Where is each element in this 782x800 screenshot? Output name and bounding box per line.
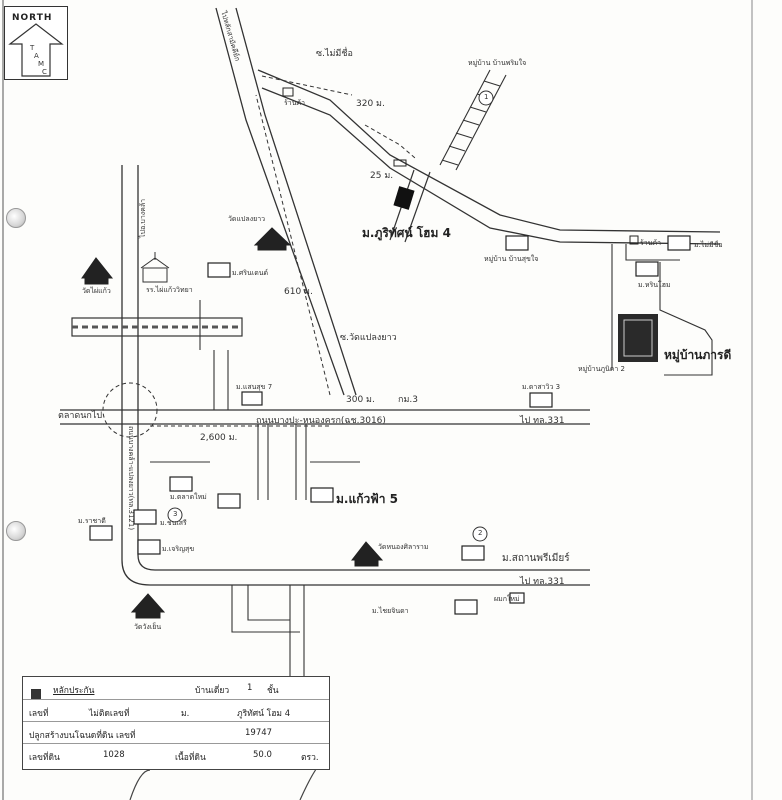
marker-2-label: 2 [478,529,483,537]
place-phom-mai: ผมกใหม่ [494,595,520,603]
collateral-plot-marker [393,186,415,210]
binder-hole-bottom [6,521,26,541]
road-north-south [215,7,357,396]
place-shop-1: ร้านค้า [284,99,306,107]
legend-village-prefix: ม. [181,709,190,719]
legend-land-no-label: เลขที่ดิน [29,753,60,763]
legend-area-value: 50.0 [253,750,272,760]
place-chai-jinda: ม.ไชยจินดา [372,607,409,615]
road-label-wat-plaeng-yao: ซ.วัดแปลงยาว [340,333,397,343]
place-pharadi: หมู่บ้านภารดี [664,348,732,362]
binder-hole-top [6,208,26,228]
legend-area-unit: ตรว. [301,753,319,763]
north-letter-1: T [30,44,35,52]
canal-band [71,317,243,337]
legend-row-4: เลขที่ดิน 1028 เนื้อที่ดิน 50.0 ตรว. [23,743,329,766]
marker-1-label: 1 [484,93,489,101]
side-streets [150,300,360,680]
place-sathan-premier: ม.สถานพรีเมียร์ [502,553,570,564]
road-to-northeast [257,69,721,245]
north-title: NORTH [12,13,53,23]
legend-title: หลักประกัน [53,686,95,696]
legend-deed-label: ปลูกสร้างบนโฉนดที่ดิน เลขที่ [29,731,136,741]
place-prim-jai: หมู่บ้าน บ้านพริมใจ [468,59,527,67]
place-wat-wang-yen: วัดวังเย็น [134,623,162,631]
north-letter-2: A [34,52,39,60]
legend-type: บ้านเดี่ยว [195,686,230,696]
distance-2600: 2,600 ม. [200,433,238,443]
village-bhunida-inner [623,319,653,357]
legend-row-2: เลขที่ ไม่ติดเลขที่ ม. ภูริทัศน์ โฮม 4 [23,699,329,722]
place-unnamed-village: ม.ไม่มีชื่อ [694,241,723,249]
place-wat-nong-sila: วัดหนองศิลาราม [378,543,429,551]
village-bhunida-block [618,314,658,362]
place-saen-suk-7: ม.แสนสุข 7 [236,383,273,391]
legend-no-label: เลขที่ [29,709,49,719]
place-harin-home: ม.หรินโฮม [638,281,671,289]
legend-floors-unit: ชั้น [267,686,279,696]
distance-300: 300 ม. [346,395,375,405]
road-label-3121: ถนนบางคล้า-แปลงยาว(ทล.3121) [127,426,135,531]
road-label-main: ถนนบางปะ-หนองครก(ฉช.3016) [256,416,386,426]
place-wat-plaeng-yao: วัดแปลงยาว [228,215,266,223]
number-markers [167,90,494,542]
legend-table: หลักประกัน บ้านเดี่ยว 1 ชั้น เลขที่ ไม่ต… [22,676,330,770]
place-bhunida-2: หมู่บ้านภูนิดา 2 [578,365,625,373]
market-label: ตลาดนกไป [58,411,103,421]
legend-area-label: เนื้อที่ดิน [175,753,206,763]
place-chon-seri: ม.ชนเสรี [160,519,187,527]
road-label-to-331-upper: ไป ทล.331 [520,416,565,426]
place-school: รร.ไผ่แก้ววิทยา [146,286,193,294]
marker-3-label: 3 [173,510,178,518]
road-label-to-bang-khla: ไปอ.บางคล้า [139,198,147,238]
place-charoen-suk: ม.เจริญสุข [162,545,195,553]
market-circle [102,382,158,438]
place-wat-phai-kaeo: วัดไผ่แก้ว [82,287,111,295]
route-dashed-middle [255,94,331,396]
road-label-to-331-lower: ไป ทล.331 [520,577,565,587]
north-arrow-shape [4,6,68,80]
place-bhurithat-home-4: ม.ภูริทัศน์ โฮม 4 [362,226,451,240]
place-shop-2: ร้านค้า [640,239,662,247]
distance-25: 25 ม. [370,171,394,181]
legend-floors: 1 [247,683,253,693]
village-ladder [439,69,507,171]
village-boundaries-east [611,244,713,376]
distance-320: 320 ม. [356,99,385,109]
distance-610: 610 ม. [284,287,313,297]
road-west-vertical [121,165,590,586]
legend-deed-value: 19747 [245,728,273,738]
legend-village-value: ภูริทัศน์ โฮม 4 [237,709,291,719]
place-suk-jai: หมู่บ้าน บ้านสุขใจ [484,255,539,263]
north-arrow: NORTH T A M C [4,6,68,80]
legend-row-1: หลักประกัน บ้านเดี่ยว 1 ชั้น [23,677,329,699]
place-talad-mai: ม.ตลาดใหม่ [170,493,207,501]
legend-land-no-value: 1028 [103,750,125,760]
north-letter-4: C [42,68,47,76]
place-dasa-view-3: ม.ดาสาวิว 3 [522,383,561,391]
road-label-unnamed-soi: ซ.ไม่มีชื่อ [316,49,353,59]
school-icon [140,252,170,283]
house-icons [89,235,691,615]
route-dashed-top [261,75,416,159]
place-kaew-fa-5: ม.แก้วฟ้า 5 [336,492,398,506]
km-3: กม.3 [398,395,418,405]
road-main-east-west [60,409,590,425]
legend-row-3: ปลูกสร้างบนโฉนดที่ดิน เลขที่ 19747 [23,721,329,744]
north-letter-3: M [38,60,45,68]
place-srin-dent: ม.ศรินเดนด์ [232,269,269,277]
temple-icons [81,227,384,619]
place-racha-ti: ม.ราชาตี [78,517,106,525]
page-curve-left [129,769,151,800]
shop-icons [282,87,639,245]
legend-no-value: ไม่ติดเลขที่ [89,709,130,719]
